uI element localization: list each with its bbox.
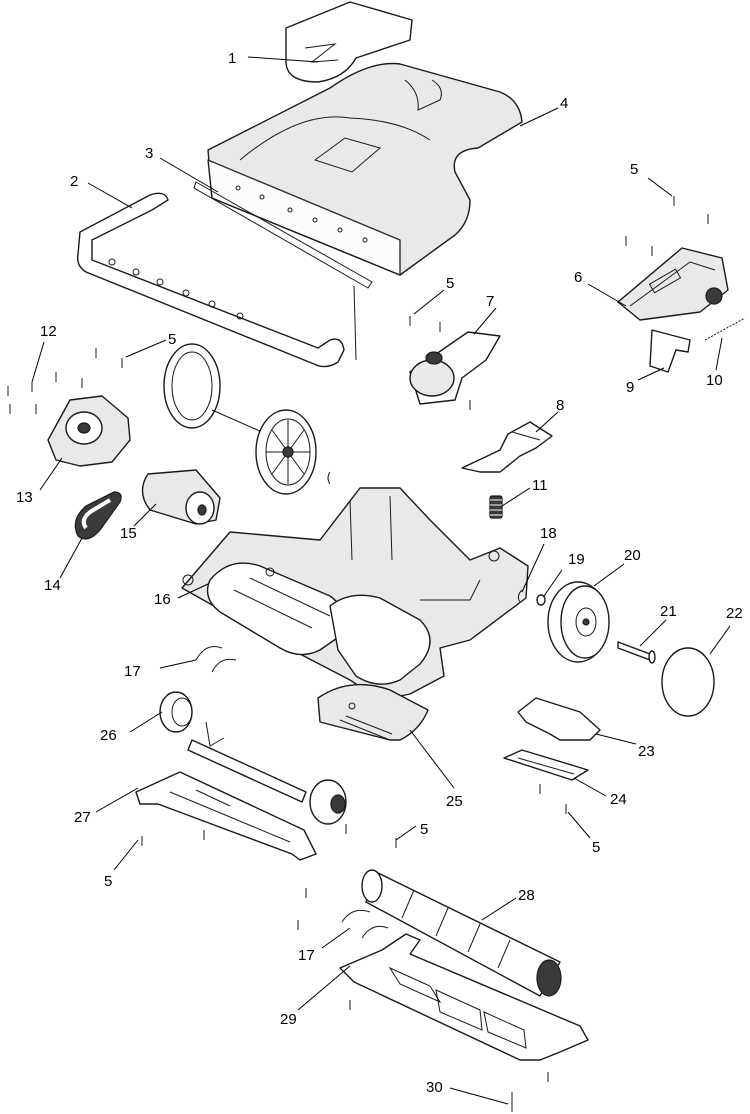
callout-14: 14 [44, 577, 61, 594]
callout-7: 7 [486, 293, 494, 310]
callout-19: 19 [568, 551, 585, 568]
callout-29: 29 [280, 1011, 297, 1028]
callout-28: 28 [518, 887, 535, 904]
leader-lines [31, 56, 731, 1105]
callout-9: 9 [626, 379, 634, 396]
callout-5-right: 5 [592, 839, 600, 856]
callout-12: 12 [40, 323, 57, 340]
part-24-plate [503, 749, 589, 781]
agitator-shaft [187, 721, 347, 825]
clip-near-wheel [327, 471, 331, 485]
callout-5-center: 5 [446, 275, 454, 292]
part-19-washer [536, 594, 546, 606]
part-10-spring [704, 317, 746, 341]
callout-17-lower: 17 [298, 947, 315, 964]
part-15-motor [141, 469, 221, 525]
part-21-axle [617, 641, 656, 664]
part-3-seal-strip [193, 181, 373, 361]
screws [7, 196, 709, 1112]
callout-16: 16 [154, 591, 171, 608]
callout-6: 6 [574, 269, 582, 286]
part-25-cover [317, 683, 429, 741]
callout-5-top-right: 5 [630, 161, 638, 178]
callout-24: 24 [610, 791, 627, 808]
part-9-pedal [649, 329, 691, 373]
part-17-clips-lower [341, 909, 389, 939]
callout-2: 2 [70, 173, 78, 190]
callout-17-upper: 17 [124, 663, 141, 680]
callout-8: 8 [556, 397, 564, 414]
part-18-clip [517, 589, 523, 603]
left-wheel-tire-ring [163, 343, 263, 433]
callout-27: 27 [74, 809, 91, 826]
part-20-right-wheel [547, 581, 610, 663]
part-22-hubcap [661, 647, 715, 717]
callout-5-under-25: 5 [420, 821, 428, 838]
callout-13: 13 [16, 489, 33, 506]
callout-11: 11 [532, 477, 548, 494]
part-6-handle-release [617, 247, 729, 321]
callout-20: 20 [624, 547, 641, 564]
callout-5-left: 5 [168, 331, 176, 348]
part-29-bottom-plate [339, 933, 589, 1061]
part-4-hood-cover [207, 62, 523, 276]
part-28-brush-roll [361, 869, 562, 997]
callout-1: 1 [228, 50, 236, 67]
part-23-bracket [517, 697, 601, 741]
left-wheel [255, 409, 317, 495]
callout-4: 4 [560, 95, 568, 112]
callout-15: 15 [120, 525, 137, 542]
callout-3: 3 [145, 145, 153, 162]
part-16-base-housing [181, 487, 529, 701]
callout-10: 10 [706, 372, 723, 389]
part-8-latch-bracket [461, 421, 553, 473]
part-14-belt [74, 491, 122, 540]
part-2-bumper [76, 192, 345, 368]
callout-26: 26 [100, 727, 117, 744]
part-17-clips-upper [195, 646, 237, 673]
part-11-spring [489, 495, 503, 519]
callout-labels: 1 2 3 4 5 6 5 7 12 5 9 10 8 13 11 14 15 … [16, 50, 743, 1096]
part-27-sole-plate-upper [135, 771, 317, 861]
callout-25: 25 [446, 793, 463, 810]
callout-5-bottom-left: 5 [104, 873, 112, 890]
part-26-end-cap [159, 691, 193, 733]
part-7-motor-bracket [409, 331, 501, 405]
part-13-belt-housing [47, 395, 131, 467]
callout-21: 21 [660, 603, 677, 620]
callout-30: 30 [426, 1079, 443, 1096]
callout-18: 18 [540, 525, 557, 542]
callout-23: 23 [638, 743, 655, 760]
callout-22: 22 [726, 605, 743, 622]
